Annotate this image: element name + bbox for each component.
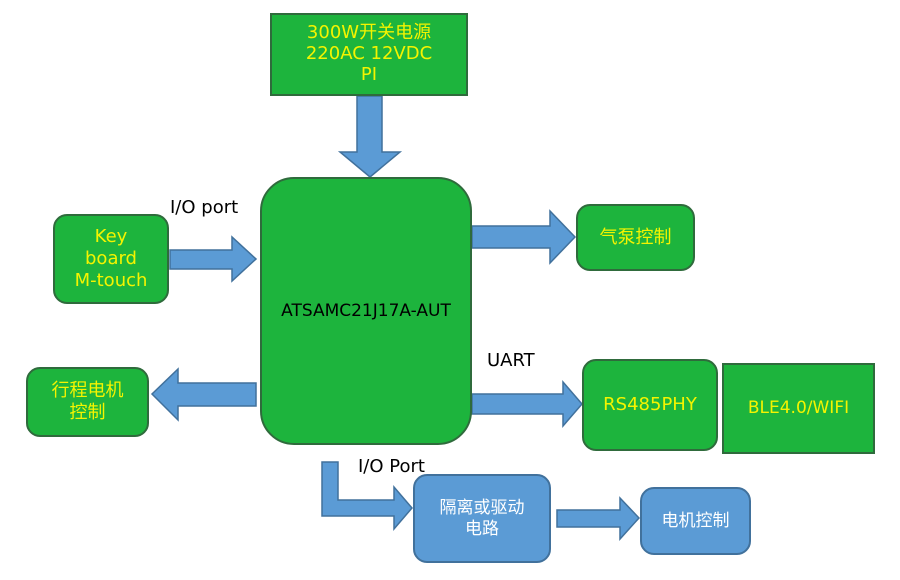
isolation-driver-box: 隔离或驱动 电路 bbox=[413, 474, 551, 563]
keyboard-line-3: M-touch bbox=[74, 269, 148, 291]
arrow-isolation-to-motor-control bbox=[556, 496, 641, 541]
arrow-mcu-to-travel-motor bbox=[150, 367, 257, 422]
psu-line-3: PI bbox=[360, 63, 378, 85]
rs485-box: RS485PHY bbox=[582, 359, 718, 451]
psu-line-2: 220AC 12VDC bbox=[305, 43, 433, 65]
arrow-mcu-to-rs485 bbox=[471, 379, 583, 429]
arrow-mcu-to-pump bbox=[471, 209, 577, 265]
io-port-label-left: I/O port bbox=[170, 197, 239, 218]
mcu-label: ATSAMC21J17A-AUT bbox=[281, 300, 451, 321]
travel-motor-line-1: 行程电机 bbox=[51, 380, 124, 402]
arrow-mcu-to-isolation bbox=[321, 461, 413, 532]
power-supply-box: 300W开关电源 220AC 12VDC PI bbox=[270, 13, 468, 96]
isolation-line-1: 隔离或驱动 bbox=[439, 497, 525, 518]
motor-control-label: 电机控制 bbox=[661, 510, 730, 531]
rs485-label: RS485PHY bbox=[603, 394, 697, 416]
psu-line-1: 300W开关电源 bbox=[306, 22, 432, 44]
ble-wifi-label: BLE4.0/WIFI bbox=[747, 398, 850, 419]
isolation-line-2: 电路 bbox=[465, 518, 499, 539]
arrow-keyboard-to-mcu bbox=[169, 235, 258, 283]
arrow-psu-to-mcu bbox=[337, 95, 403, 178]
motor-control-box: 电机控制 bbox=[640, 487, 751, 555]
pump-control-label: 气泵控制 bbox=[599, 226, 672, 248]
ble-wifi-box: BLE4.0/WIFI bbox=[722, 363, 875, 454]
io-port-label-bottom: I/O Port bbox=[358, 456, 425, 477]
keyboard-box: Key board M-touch bbox=[53, 214, 169, 304]
travel-motor-box: 行程电机 控制 bbox=[26, 367, 149, 437]
keyboard-line-2: board bbox=[85, 248, 137, 270]
keyboard-line-1: Key bbox=[94, 226, 128, 248]
mcu-box: ATSAMC21J17A-AUT bbox=[260, 177, 472, 445]
uart-label: UART bbox=[487, 350, 535, 371]
pump-control-box: 气泵控制 bbox=[576, 204, 695, 271]
travel-motor-line-2: 控制 bbox=[69, 402, 106, 423]
